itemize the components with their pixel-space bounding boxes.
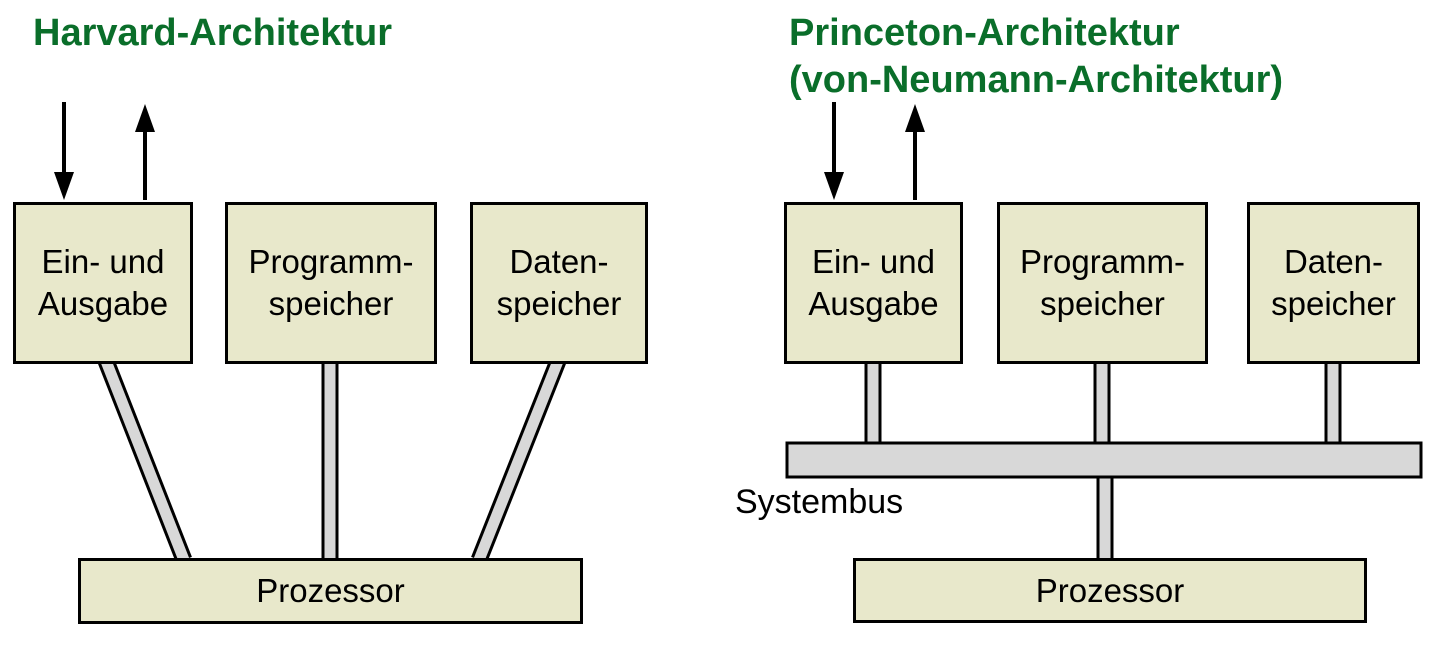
harvard-processor-box: Prozessor [78,558,583,624]
princeton-processor-box: Prozessor [853,558,1367,623]
system-bus-bar [785,441,1423,479]
harvard-io-bus-connector [98,357,192,564]
harvard-input-arrow-icon [54,102,74,200]
harvard-io-box: Ein- und Ausgabe [13,202,193,364]
box-label-line2: Ausgabe [808,285,939,322]
princeton-data-memory-box: Daten- speicher [1247,202,1420,364]
princeton-program-memory-box: Programm- speicher [997,202,1208,364]
box-label-line1: Daten- [1283,243,1384,280]
connector-fill [100,358,190,563]
box-label-line2: speicher [268,285,394,322]
box-label-line1: Programm- [248,243,414,280]
harvard-data-bus-connector [471,357,566,564]
processor-label: Prozessor [1035,571,1185,609]
box-label-line2: speicher [1040,285,1165,322]
harvard-data-memory-box: Daten- speicher [470,202,648,364]
princeton-title: Princeton-Architektur (von-Neumann-Archi… [789,10,1283,104]
system-bus-label: Systembus [735,483,904,521]
princeton-io-box: Ein- und Ausgabe [784,202,963,364]
connector-fill [473,358,564,563]
box-label-line2: speicher [496,285,622,322]
arrow-head [135,104,155,132]
arrow-head [54,172,74,200]
harvard-program-memory-box: Programm- speicher [225,202,437,364]
arrow-head [905,104,925,132]
princeton-title-line2: (von-Neumann-Architektur) [789,59,1284,101]
box-label-line1: Ein- und [812,243,935,280]
box-label-line1: Programm- [1019,243,1186,280]
processor-label: Prozessor [256,572,405,609]
princeton-input-arrow-icon [824,102,844,200]
box-label-line2: speicher [1271,285,1396,322]
box-label-line2: Ausgabe [37,285,169,322]
harvard-title: Harvard-Architektur [33,12,392,54]
arrow-head [824,172,844,200]
box-label-line1: Daten- [509,243,609,280]
box-label-line1: Ein- und [41,243,165,280]
princeton-output-arrow-icon [905,104,925,200]
princeton-title-line1: Princeton-Architektur [789,12,1180,54]
harvard-output-arrow-icon [135,104,155,200]
